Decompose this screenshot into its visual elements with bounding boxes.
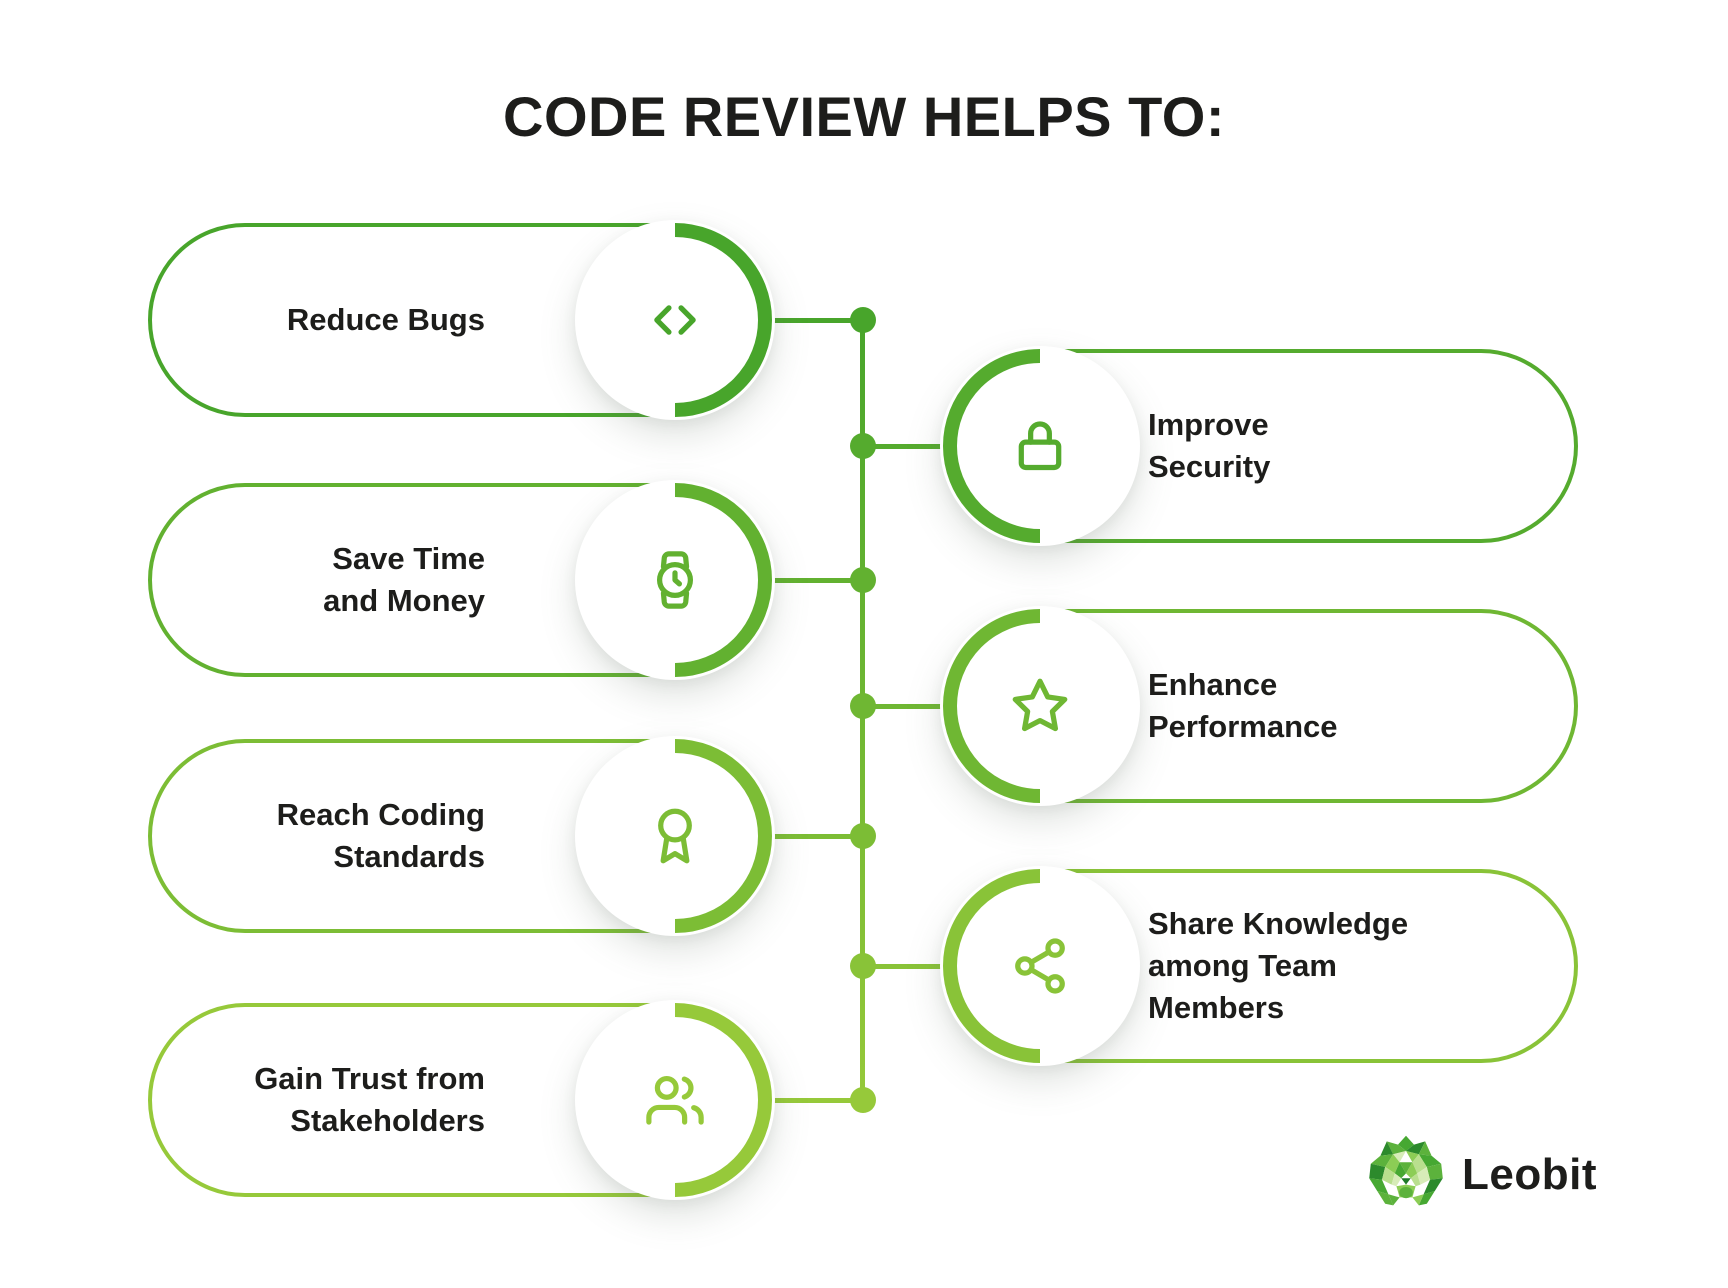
award-icon — [575, 736, 775, 936]
circle-half-ring — [674, 483, 772, 677]
label-line: Security — [1148, 449, 1271, 484]
connector-dot — [850, 567, 876, 593]
share-icon — [940, 866, 1140, 1066]
label-line: Improve — [1148, 407, 1269, 442]
code-icon — [575, 220, 775, 420]
label-line: Stakeholders — [290, 1103, 485, 1138]
connector-dot — [850, 307, 876, 333]
label-line: Reach Coding — [276, 797, 485, 832]
connector-dot — [850, 823, 876, 849]
item-connector — [862, 703, 944, 709]
item-connector — [862, 443, 944, 449]
page-title: CODE REVIEW HELPS TO: — [503, 85, 1225, 148]
circle-half-ring — [674, 223, 772, 417]
label-line: Reduce Bugs — [286, 302, 485, 337]
brand-name: Leobit — [1462, 1150, 1597, 1199]
item-icon-circle — [940, 606, 1140, 806]
item-connector — [770, 1097, 864, 1103]
item-label: Save Time and Money — [150, 505, 485, 655]
lock-icon — [940, 346, 1140, 546]
watch-icon — [575, 480, 775, 680]
connector-dot — [850, 953, 876, 979]
item-connector — [770, 577, 864, 583]
item-label: Improve Security — [1148, 371, 1588, 521]
label-line: Members — [1148, 990, 1285, 1025]
connector-dot — [850, 693, 876, 719]
item-icon-circle — [940, 346, 1140, 546]
item-icon-circle — [575, 1000, 775, 1200]
item-label: Share Knowledge among Team Members — [1148, 891, 1588, 1041]
circle-half-ring — [943, 349, 1041, 543]
label-line: Enhance — [1148, 667, 1278, 702]
circle-half-ring — [943, 609, 1041, 803]
item-icon-circle — [575, 736, 775, 936]
leobit-lion-icon — [1369, 1135, 1443, 1206]
item-label: Enhance Performance — [1148, 631, 1588, 781]
circle-half-ring — [943, 869, 1041, 1063]
circle-half-ring — [674, 739, 772, 933]
item-label: Reach Coding Standards — [150, 761, 485, 911]
label-line: Share Knowledge — [1148, 906, 1409, 941]
item-label: Reduce Bugs — [150, 245, 485, 395]
connector-dot — [850, 1087, 876, 1113]
item-icon-circle — [575, 220, 775, 420]
label-line: Performance — [1148, 709, 1338, 744]
label-line: Standards — [333, 839, 485, 874]
item-connector — [770, 317, 864, 323]
connector-dot — [850, 433, 876, 459]
label-line: Gain Trust from — [254, 1061, 485, 1096]
label-line: Save Time — [332, 541, 485, 576]
item-connector — [862, 963, 944, 969]
users-icon — [575, 1000, 775, 1200]
label-line: among Team — [1148, 948, 1337, 983]
item-connector — [770, 833, 864, 839]
item-icon-circle — [940, 866, 1140, 1066]
circle-half-ring — [674, 1003, 772, 1197]
leobit-logo: Leobit — [1366, 1132, 1597, 1218]
item-icon-circle — [575, 480, 775, 680]
label-line: and Money — [323, 583, 485, 618]
star-icon — [940, 606, 1140, 806]
item-label: Gain Trust from Stakeholders — [150, 1025, 485, 1175]
